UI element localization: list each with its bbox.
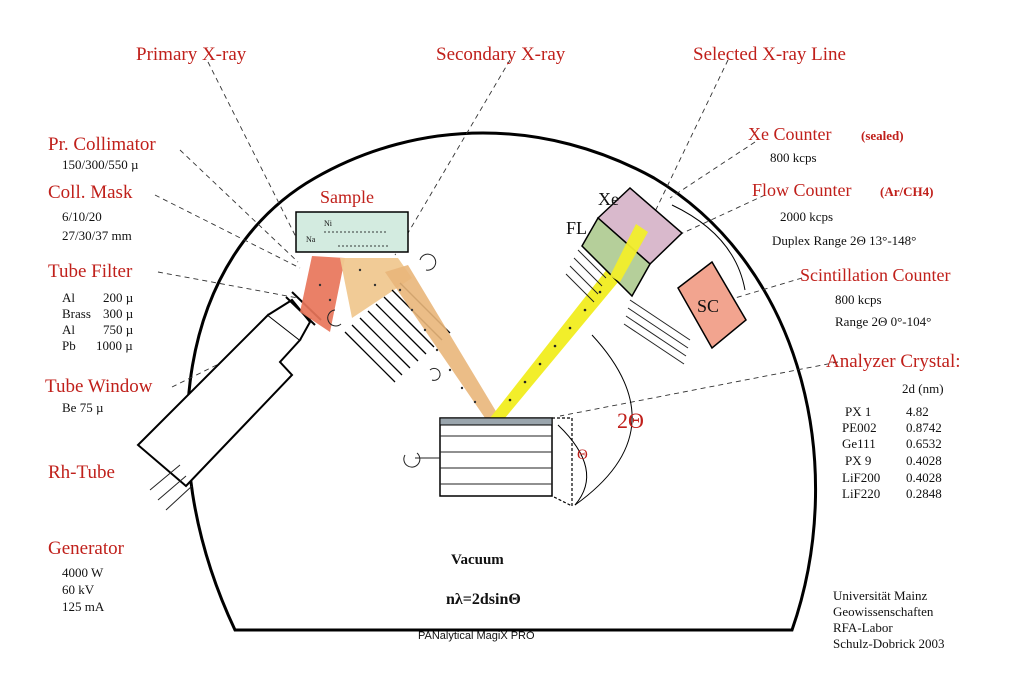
label-vacuum: Vacuum [451,552,504,568]
analyzer-crystal-name: Ge111 [842,436,876,451]
label-coll-mask: Coll. Mask [48,182,133,203]
tag-xe: Xe [598,189,619,209]
coll-mask-value-1: 6/10/20 [62,209,102,224]
credit-line: Geowissenschaften [833,604,934,619]
analyzer-crystal-2d: 0.8742 [906,420,942,435]
scint-counter-value-1: 800 kcps [835,292,882,307]
flow-counter-note: (Ar/CH4) [880,184,933,199]
beam-dots [318,268,477,404]
credit-line: Schulz-Dobrick 2003 [833,636,945,651]
analyzer-crystal-2d: 4.82 [906,404,929,419]
tube-filter-value: 750 µ [103,322,134,337]
vacuum-chamber [185,131,818,632]
analyzer-crystal-name: LiF220 [842,486,880,501]
tag-fl: FL [566,218,587,238]
detector-slit-lines [565,249,691,365]
label-sample: Sample [320,187,374,207]
label-tube-window: Tube Window [45,376,153,397]
analyzer-crystal-2d: 0.2848 [906,486,942,501]
analyzer-crystal-2d: 0.4028 [906,470,942,485]
pr-collimator-value: 150/300/550 µ [62,157,139,172]
tube-filter-value: 300 µ [103,306,134,321]
credit-block: Universität Mainz Geowissenschaften RFA-… [833,588,945,651]
analyzer-table: PX 1 4.82 PE002 0.8742 Ge111 0.6532 PX 9… [842,404,942,501]
flow-counter-value-2: Duplex Range 2Θ 13°-148° [772,233,916,248]
label-two-theta: 2Θ [617,408,644,433]
label-generator: Generator [48,538,125,559]
analyzer-header: 2d (nm) [902,381,944,396]
sample-ni: Ni [324,219,333,228]
sample-holder: Ni Na [295,211,409,253]
tube-window-value: Be 75 µ [62,400,104,415]
label-secondary-xray: Secondary X-ray [436,44,566,65]
analyzer-crystal-name: LiF200 [842,470,880,485]
credit-line: Universität Mainz [833,588,927,603]
label-tube-filter: Tube Filter [48,261,133,282]
tube-filter-value: 1000 µ [96,338,133,353]
analyzer-crystal-holder [415,417,573,507]
instrument-name: PANalytical MagiX PRO [418,630,535,642]
credit-line: RFA-Labor [833,620,893,635]
detector-stack-beam [610,224,648,282]
tube-filter-table: Al 200 µ Brass 300 µ Al 750 µ Pb 1000 µ [62,290,134,353]
label-theta: Θ [577,447,588,463]
coll-mask-value-2: 27/30/37 mm [62,228,132,243]
label-rh-tube: Rh-Tube [48,462,115,483]
primary-beam [300,256,345,332]
sample-na: Na [306,235,316,244]
analyzer-crystal-2d: 0.6532 [906,436,942,451]
detector-range-arc [671,204,746,291]
xe-counter-note: (sealed) [861,128,904,143]
label-selected-line: Selected X-ray Line [693,44,846,65]
bragg-equation: nλ=2dsinΘ [446,591,521,608]
analyzer-crystal-name: PE002 [842,420,877,435]
generator-value-1: 4000 W [62,565,104,580]
label-scintillation-counter: Scintillation Counter [800,265,951,285]
label-xe-counter: Xe Counter [748,124,831,144]
theta-arc [557,424,588,506]
analyzer-crystal-2d: 0.4028 [906,453,942,468]
two-theta-arc [574,334,633,506]
label-flow-counter: Flow Counter [752,180,852,200]
rotation-arrows [327,253,441,468]
rh-tube [136,291,322,511]
tube-filter-material: Al [62,290,75,305]
label-pr-collimator: Pr. Collimator [48,134,156,155]
analyzer-crystal-name: PX 9 [845,453,871,468]
label-primary-xray: Primary X-ray [136,44,247,65]
sc-detector [677,260,747,350]
xe-counter-value: 800 kcps [770,150,817,165]
fl-detector [581,216,651,298]
tag-sc: SC [697,296,719,316]
beam-to-crystal [385,265,500,418]
analyzer-crystal-name: PX 1 [845,404,871,419]
generator-value-2: 60 kV [62,582,95,597]
scint-counter-value-2: Range 2Θ 0°-104° [835,314,931,329]
tube-filter-material: Brass [62,306,91,321]
flow-counter-value-1: 2000 kcps [780,209,833,224]
tube-filter-value: 200 µ [103,290,134,305]
tube-filter-material: Pb [62,338,76,353]
label-analyzer-crystal: Analyzer Crystal: [826,351,961,372]
tube-filter-material: Al [62,322,75,337]
generator-value-3: 125 mA [62,599,105,614]
